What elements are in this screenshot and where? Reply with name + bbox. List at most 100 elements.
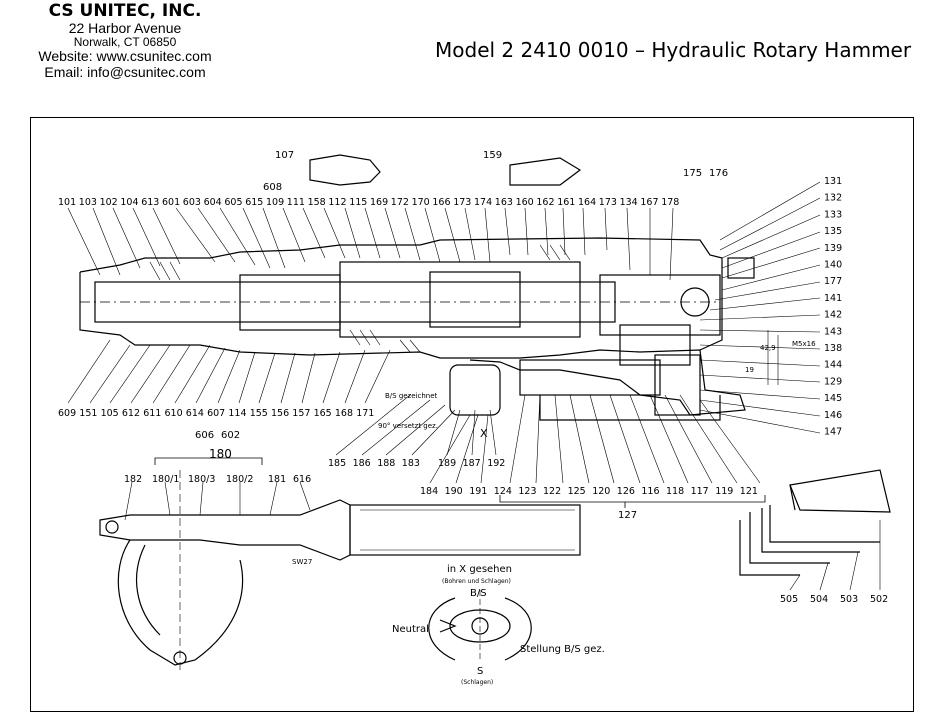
callout-label: 143 <box>824 326 842 337</box>
callout-label: 141 <box>824 293 842 304</box>
callout-label: 134 <box>620 197 638 208</box>
callout-label: 603 <box>183 197 201 208</box>
callout-label: 140 <box>824 260 842 271</box>
note-bs-drawn: B/S gezeichnet <box>385 392 438 400</box>
callout-label: 151 <box>79 408 97 419</box>
callout-label: 161 <box>557 197 575 208</box>
callout-label: 505 <box>780 594 798 605</box>
x-view-s-subtitle: (Schlagen) <box>461 679 493 686</box>
label-180: 180 <box>209 447 232 461</box>
label-175: 175 <box>683 168 702 179</box>
callout-label: 145 <box>824 393 842 404</box>
callout-label: 129 <box>824 376 842 387</box>
callout-label: 155 <box>250 408 268 419</box>
callout-label: 125 <box>568 486 586 497</box>
company-website: Website: www.csunitec.com <box>38 48 212 65</box>
callout-label: 114 <box>228 408 246 419</box>
callout-label: 162 <box>536 197 554 208</box>
callout-label: 163 <box>495 197 513 208</box>
callout-label: 167 <box>640 197 658 208</box>
callout-label: 117 <box>691 486 709 497</box>
callout-label: 189 <box>438 458 456 469</box>
callout-label: 132 <box>824 193 842 204</box>
callout-label: 613 <box>141 197 159 208</box>
callout-label: 185 <box>328 458 346 469</box>
label-127: 127 <box>618 510 637 521</box>
callout-label: 616 <box>293 474 311 485</box>
x-view-subtitle: (Bohren und Schlagen) <box>442 578 511 585</box>
callout-label: 165 <box>314 408 332 419</box>
callout-label: 144 <box>824 360 842 371</box>
note-90-offset: 90° versetzt gez. <box>378 422 438 430</box>
callout-label: 138 <box>824 343 842 354</box>
dim-42-9: 42,9 <box>760 344 776 352</box>
callout-label: 120 <box>592 486 610 497</box>
callout-label: 172 <box>391 197 409 208</box>
x-view-bs: B/S <box>470 588 487 599</box>
page-title: Model 2 2410 0010 – Hydraulic Rotary Ham… <box>435 38 912 62</box>
callout-label: 135 <box>824 226 842 237</box>
label-159: 159 <box>483 150 502 161</box>
callout-label: 119 <box>715 486 733 497</box>
callout-label: 156 <box>271 408 289 419</box>
callout-label: 610 <box>165 408 183 419</box>
callout-label: 121 <box>740 486 758 497</box>
label-107: 107 <box>275 150 294 161</box>
callout-label: 191 <box>469 486 487 497</box>
callout-label: 183 <box>402 458 420 469</box>
callout-label: 173 <box>453 197 471 208</box>
right-callout-labels: 1311321331351391401771411421431381441291… <box>824 176 842 438</box>
callout-label: 180/1 <box>152 474 179 485</box>
callout-label: 164 <box>578 197 596 208</box>
callout-label: 609 <box>58 408 76 419</box>
callout-label: 605 <box>224 197 242 208</box>
callout-label: 503 <box>840 594 858 605</box>
callout-label: 133 <box>824 209 842 220</box>
callout-label: 170 <box>412 197 430 208</box>
callout-label: 147 <box>824 427 842 438</box>
company-email: Email: info@csunitec.com <box>44 63 206 80</box>
callout-label: 115 <box>349 197 367 208</box>
callout-label: 160 <box>516 197 534 208</box>
callout-label: 122 <box>543 486 561 497</box>
callout-label: 186 <box>353 458 371 469</box>
callout-label: 180/3 <box>188 474 215 485</box>
callout-label: 131 <box>824 176 842 187</box>
callout-label: 169 <box>370 197 388 208</box>
label-x: X <box>480 427 488 440</box>
callout-label: 124 <box>494 486 512 497</box>
callout-label: 190 <box>445 486 463 497</box>
callout-label: 180/2 <box>226 474 253 485</box>
x-view-stellung: Stellung B/S gez. <box>520 644 605 655</box>
callout-label: 168 <box>335 408 353 419</box>
callout-label: 171 <box>356 408 374 419</box>
callout-label: 157 <box>292 408 310 419</box>
callout-label: 104 <box>120 197 138 208</box>
callout-label: 615 <box>245 197 263 208</box>
callout-label: 187 <box>463 458 481 469</box>
callout-label: 178 <box>661 197 679 208</box>
callout-label: 116 <box>641 486 659 497</box>
callout-label: 126 <box>617 486 635 497</box>
callout-label: 607 <box>207 408 225 419</box>
label-602: 602 <box>221 430 240 441</box>
company-address: 22 Harbor Avenue <box>68 19 182 36</box>
callout-label: 103 <box>79 197 97 208</box>
callout-label: 502 <box>870 594 888 605</box>
callout-label: 142 <box>824 310 842 321</box>
callout-label: 184 <box>420 486 438 497</box>
callout-label: 166 <box>432 197 450 208</box>
callout-label: 146 <box>824 410 842 421</box>
callout-label: 612 <box>122 408 140 419</box>
x-view-selector: in X gesehen (Bohren und Schlagen) B/S N… <box>392 564 605 686</box>
x-view-s: S <box>477 666 483 677</box>
x-view-title: in X gesehen <box>447 564 512 575</box>
dim-19: 19 <box>745 366 754 374</box>
callout-label: 139 <box>824 243 842 254</box>
